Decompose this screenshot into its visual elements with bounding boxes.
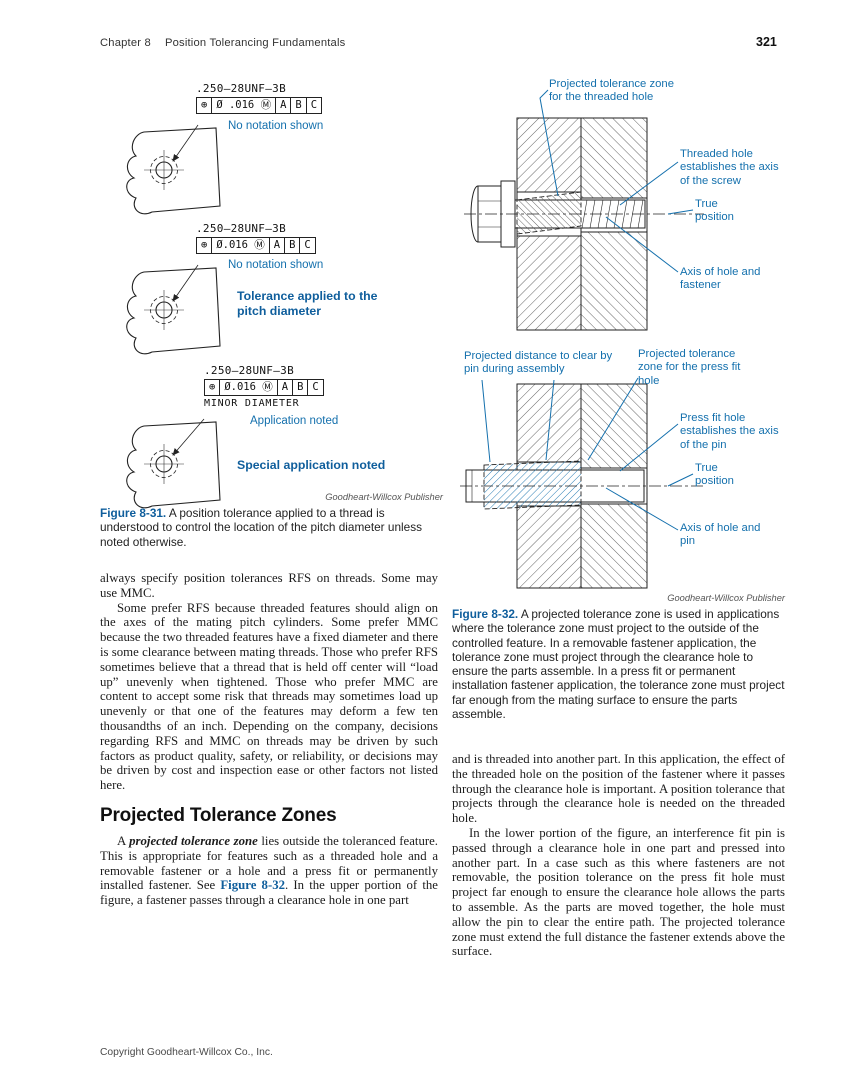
- note-no-notation-1: No notation shown: [228, 120, 324, 132]
- text-run: . In the upper portion of the figure, a …: [100, 878, 438, 908]
- thread-callout-2: .250–28UNF–3B ⊕ Ø.016 Ⓜ A B C: [196, 222, 316, 255]
- tolerance-value: Ø.016 Ⓜ: [211, 238, 268, 254]
- datum-a: A: [276, 380, 292, 396]
- lower-assembly-drawing: [460, 377, 704, 589]
- label-projected-zone-press-fit: Projected tolerance zone for the press f…: [638, 348, 741, 387]
- caption-text: A projected tolerance zone is used in ap…: [452, 607, 785, 722]
- datum-c: C: [305, 98, 321, 114]
- running-head: Chapter 8 Position Tolerancing Fundamenta…: [100, 37, 345, 49]
- tolerance-value: Ø .016 Ⓜ: [211, 98, 275, 114]
- upper-assembly-drawing: [464, 89, 704, 331]
- datum-a: A: [268, 238, 284, 254]
- label-press-fit-hole-axis: Press fit hole establishes the axis of t…: [680, 412, 779, 451]
- datum-a: A: [275, 98, 290, 114]
- datum-b: B: [290, 98, 305, 114]
- position-symbol: ⊕: [201, 239, 208, 251]
- datum-b: B: [292, 380, 307, 396]
- label-projected-zone-threaded: Projected tolerance zone for the threade…: [549, 78, 674, 104]
- thread-spec-2: .250–28UNF–3B: [196, 222, 286, 235]
- feature-control-frame-1: ⊕ Ø .016 Ⓜ A B C: [196, 97, 323, 115]
- caption-lead: Figure 8-32.: [452, 607, 519, 621]
- label-special-application: Special application noted: [237, 458, 386, 472]
- page-number: 321: [756, 35, 777, 49]
- tolerance-value: Ø.016 Ⓜ: [219, 380, 276, 396]
- thread-callout-3: .250–28UNF–3B ⊕ Ø.016 Ⓜ A B C MINOR DIAM…: [204, 364, 324, 409]
- figure-8-32-lower: Projected distance to clear by pin durin…: [452, 348, 787, 598]
- figure-8-32-upper: Projected tolerance zone for the threade…: [452, 76, 787, 348]
- chapter-title: Position Tolerancing Fundamentals: [164, 37, 346, 49]
- thread-spec-1: .250–28UNF–3B: [196, 82, 286, 95]
- section-heading: Projected Tolerance Zones: [100, 804, 337, 826]
- label-pitch-diameter: Tolerance applied to the pitch diameter: [237, 289, 378, 318]
- chapter-number: Chapter 8: [100, 37, 151, 49]
- minor-diameter-note: MINOR DIAMETER: [204, 398, 300, 410]
- label-axis-hole-fastener: Axis of hole and fastener: [680, 266, 761, 292]
- position-symbol: ⊕: [209, 381, 216, 393]
- copyright-line: Copyright Goodheart-Willcox Co., Inc.: [100, 1047, 273, 1058]
- paragraph: In the lower portion of the figure, an i…: [452, 825, 785, 959]
- part-drawing-1: [126, 124, 221, 215]
- note-no-notation-2: No notation shown: [228, 259, 324, 271]
- figure-credit: Goodheart-Willcox Publisher: [667, 593, 785, 603]
- paragraph: A projected tolerance zone lies outside …: [100, 834, 438, 908]
- paragraph: and is threaded into another part. In th…: [452, 752, 785, 826]
- projected-tolerance-zone: [516, 191, 582, 235]
- projected-tolerance-zone: [483, 460, 582, 510]
- leader-lines: [539, 89, 694, 273]
- label-projected-distance: Projected distance to clear by pin durin…: [464, 350, 613, 376]
- note-application-noted: Application noted: [250, 415, 339, 427]
- caption-text: A position tolerance applied to a thread…: [100, 506, 422, 549]
- label-true-position-lower: True position: [695, 462, 734, 488]
- datum-c: C: [299, 238, 314, 254]
- thread-callout-1: .250–28UNF–3B ⊕ Ø .016 Ⓜ A B C: [196, 82, 323, 115]
- figure-8-31-caption: Figure 8-31. A position tolerance applie…: [100, 506, 438, 549]
- thread-spec-3: .250–28UNF–3B: [204, 364, 294, 377]
- label-true-position-upper: True position: [695, 198, 734, 224]
- text-run: lies outside the toleranced feature. Thi…: [100, 833, 438, 893]
- position-symbol: ⊕: [201, 99, 208, 111]
- datum-b: B: [284, 238, 299, 254]
- term-projected-tolerance-zone: projected tolerance zone: [129, 833, 258, 848]
- label-axis-hole-pin: Axis of hole and pin: [680, 522, 761, 548]
- figure-8-32-reference-link[interactable]: Figure 8-32: [220, 878, 286, 893]
- right-text-column: and is threaded into another part. In th…: [452, 752, 785, 959]
- leader-lines: [481, 377, 694, 531]
- figure-credit: Goodheart-Willcox Publisher: [325, 492, 443, 502]
- paragraph: always specify position tolerances RFS o…: [100, 571, 438, 600]
- text-run: A: [117, 833, 130, 848]
- left-text-column: always specify position tolerances RFS o…: [100, 571, 438, 908]
- feature-control-frame-3: ⊕ Ø.016 Ⓜ A B C: [204, 379, 324, 397]
- figure-8-32-caption: Figure 8-32. A projected tolerance zone …: [452, 607, 785, 721]
- datum-c: C: [307, 380, 322, 396]
- caption-lead: Figure 8-31.: [100, 506, 167, 520]
- label-threaded-hole-axis: Threaded hole establishes the axis of th…: [680, 148, 779, 187]
- part-drawing-3: [126, 418, 221, 509]
- feature-control-frame-2: ⊕ Ø.016 Ⓜ A B C: [196, 237, 316, 255]
- paragraph: Some prefer RFS because threaded feature…: [100, 600, 438, 793]
- figure-8-31: .250–28UNF–3B ⊕ Ø .016 Ⓜ A B C No notati…: [100, 82, 445, 566]
- part-drawing-2: [126, 264, 221, 355]
